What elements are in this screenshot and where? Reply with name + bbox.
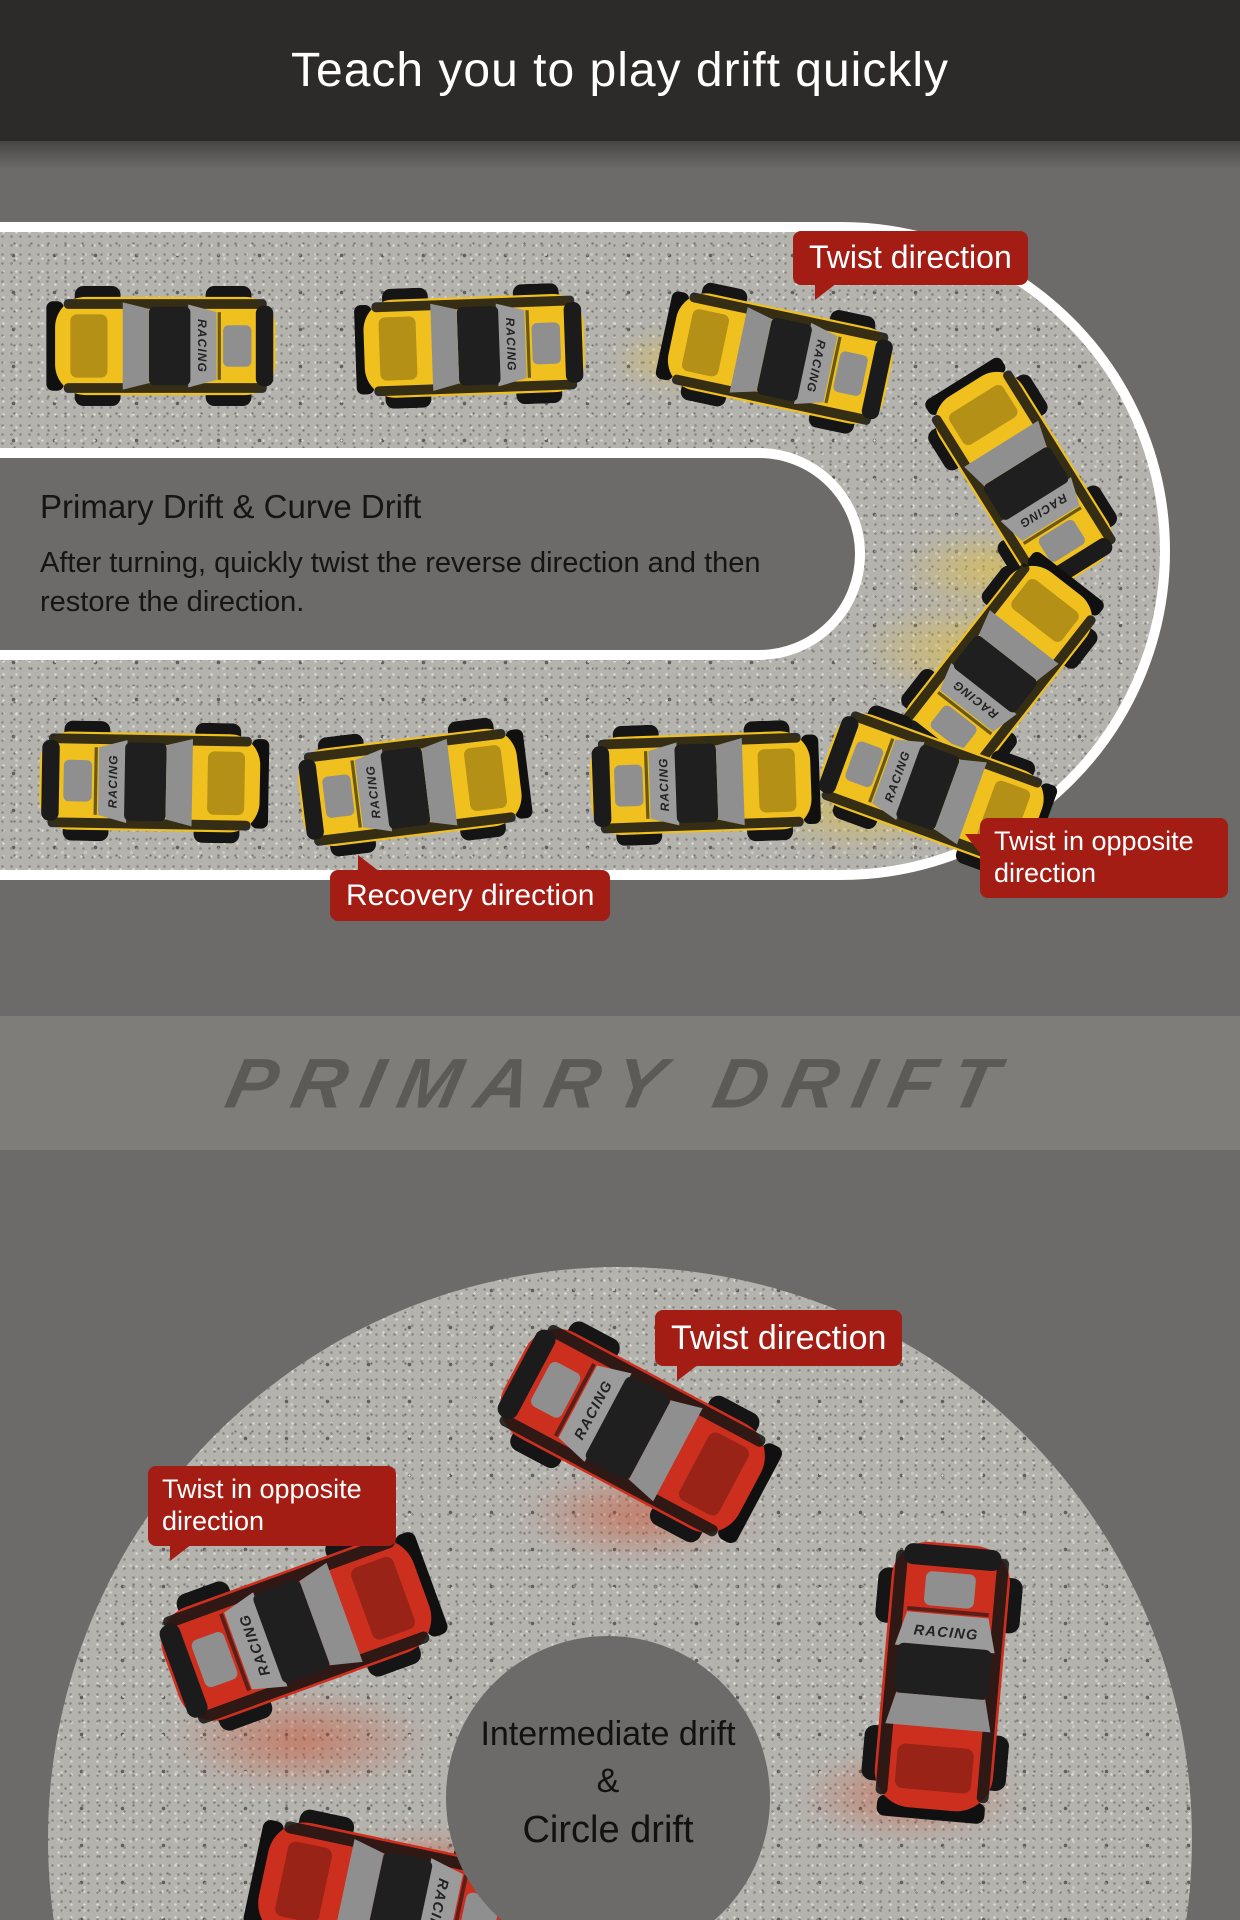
rc-car-yellow: RACING: [349, 282, 593, 410]
rc-car-yellow: RACING: [582, 719, 826, 847]
panel-body: After turning, quickly twist the reverse…: [40, 547, 761, 619]
badge-recovery-direction: Recovery direction: [330, 854, 611, 922]
header-bar: Teach you to play drift quickly: [0, 0, 1240, 169]
badge-twist-direction: Twist direction: [655, 1310, 903, 1382]
rc-car-yellow: RACING: [647, 274, 907, 441]
car-decal: RACING: [106, 754, 121, 808]
rc-car-yellow: RACING: [908, 343, 1137, 610]
badge-twist-opposite-direction: Twist in opposite direction: [148, 1466, 396, 1561]
car-decal: RACING: [913, 1622, 979, 1644]
car-decal: RACING: [195, 319, 209, 373]
page-title: Teach you to play drift quickly: [291, 44, 949, 97]
rc-car-yellow: RACING: [802, 693, 1069, 888]
rc-car-yellow: RACING: [42, 286, 282, 406]
rc-car-red: RACING: [474, 1300, 798, 1564]
badge-twist-opposite-direction: Twist in opposite direction: [965, 818, 1228, 898]
panel-title: Primary Drift & Curve Drift: [40, 488, 422, 525]
center-label-circle: Intermediate drift & Circle drift: [446, 1636, 770, 1920]
center-separator: &: [596, 1761, 620, 1800]
rc-car-red: RACING: [139, 1511, 461, 1746]
center-line2: Circle drift: [522, 1808, 694, 1851]
car-decal: RACING: [656, 757, 672, 811]
watermark-text: Primary Drift: [219, 1043, 1021, 1123]
rc-car-yellow: RACING: [879, 536, 1121, 799]
car-decal: RACING: [503, 317, 519, 371]
rc-car-red: RACING: [233, 1799, 547, 1920]
divider-band: Primary Drift: [0, 1016, 1240, 1150]
center-line1: Intermediate drift: [480, 1714, 736, 1753]
rc-car-yellow: RACING: [32, 720, 274, 844]
car-decal: RACING: [363, 764, 383, 819]
instruction-panel: Primary Drift & Curve Drift After turnin…: [0, 448, 865, 660]
rc-car-red: RACING: [857, 1530, 1027, 1832]
badge-twist-direction: Twist direction: [793, 231, 1028, 300]
rc-car-yellow: RACING: [287, 713, 540, 861]
